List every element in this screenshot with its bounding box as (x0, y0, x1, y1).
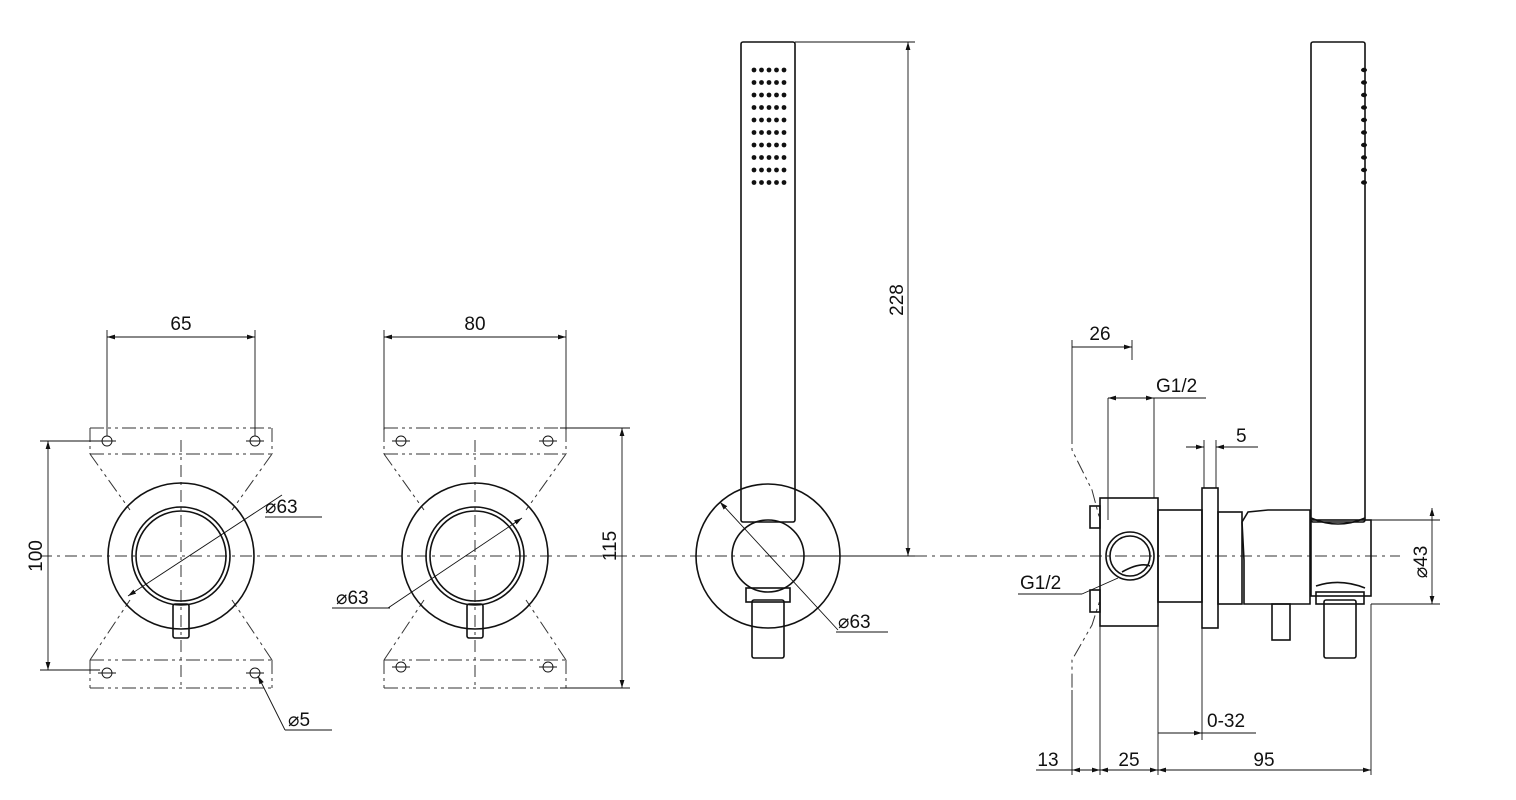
nozzle-dot (759, 167, 764, 173)
nozzle-dot (751, 130, 757, 135)
nozzle-dot (781, 105, 787, 110)
nozzle-dot (774, 167, 779, 173)
dia-43-label: ⌀43 (1411, 546, 1432, 579)
nozzle-dot (751, 167, 757, 173)
dim-228: 228 (887, 284, 908, 316)
nozzle-dot (759, 117, 764, 123)
nozzle-dot (751, 155, 757, 160)
nozzle-dot (774, 180, 779, 185)
shower-handle-side (1310, 41, 1366, 523)
front-view-1: 65 100 ⌀63 ⌀5 (26, 314, 332, 731)
dia-63-label-3: ⌀63 (838, 612, 871, 633)
nozzle-dot (759, 155, 764, 160)
nozzle-dot (774, 155, 779, 160)
nozzle-dot (1361, 167, 1367, 173)
nozzle-dot (774, 67, 779, 73)
hose-connector (751, 599, 785, 659)
shower-handle (740, 41, 796, 523)
nozzle-dot (766, 92, 772, 98)
spray-nozzles-icon (751, 67, 787, 185)
front-view-2: 80 115 ⌀63 (332, 314, 630, 690)
spray-nozzles-side-icon (1361, 67, 1367, 185)
lever (172, 603, 190, 639)
nozzle-dot (781, 142, 787, 148)
nozzle-dot (774, 130, 779, 135)
nozzle-dot (751, 142, 757, 148)
nozzle-dot (781, 130, 787, 135)
holder-side (1310, 519, 1372, 597)
nozzle-dot (751, 117, 757, 123)
rosette-circle (107, 482, 255, 630)
nozzle-dot (781, 167, 787, 173)
nozzle-dot (766, 180, 772, 185)
dim-65: 65 (170, 314, 191, 335)
nozzle-dot (781, 155, 787, 160)
dim-80: 80 (464, 314, 485, 335)
nozzle-dot (781, 117, 787, 123)
nozzle-dot (766, 117, 772, 123)
nozzle-dot (1361, 155, 1367, 160)
nozzle-dot (766, 155, 772, 160)
nozzle-dot (751, 105, 757, 110)
nozzle-dot (781, 180, 787, 185)
nozzle-dot (759, 80, 764, 85)
nozzle-dot (766, 105, 772, 110)
nozzle-dot (759, 180, 764, 185)
dim-13: 13 (1037, 750, 1058, 771)
side-view: 26 G1/2 5 G1/2 ⌀43 0-32 13 (1018, 41, 1440, 775)
nozzle-dot (1361, 180, 1367, 185)
nozzle-dot (751, 180, 757, 185)
nozzle-dot (759, 130, 764, 135)
wall-plate (1201, 487, 1219, 629)
dia-63-label-1: ⌀63 (265, 497, 298, 518)
dia-63-label-2: ⌀63 (336, 588, 369, 609)
nozzle-dot (1361, 67, 1367, 73)
nozzle-dot (766, 142, 772, 148)
mixer-body (1241, 509, 1311, 605)
nozzle-dot (774, 92, 779, 98)
dim-5: 5 (1236, 426, 1247, 447)
nozzle-dot (759, 67, 764, 73)
nozzle-dot (1361, 142, 1367, 148)
nozzle-dot (759, 105, 764, 110)
hand-shower-front: 228 ⌀63 (695, 41, 915, 659)
thread-label-side: G1/2 (1020, 573, 1061, 594)
dim-95: 95 (1253, 750, 1274, 771)
side-lever (1271, 603, 1291, 641)
nozzle-dot (1361, 130, 1367, 135)
nozzle-dot (751, 92, 757, 98)
nozzle-dot (1361, 105, 1367, 110)
nozzle-dot (774, 142, 779, 148)
inlet-port (1105, 531, 1155, 581)
nozzle-dot (759, 92, 764, 98)
nozzle-dot (766, 67, 772, 73)
nozzle-dot (766, 80, 772, 85)
nozzle-dot (1361, 92, 1367, 98)
nozzle-dot (781, 80, 787, 85)
nozzle-dot (781, 67, 787, 73)
dim-25: 25 (1118, 750, 1139, 771)
nozzle-dot (774, 105, 779, 110)
nozzle-dot (1361, 80, 1367, 85)
nozzle-dot (1361, 117, 1367, 123)
nozzle-dot (766, 167, 772, 173)
nozzle-dot (751, 67, 757, 73)
thread-label-top: G1/2 (1156, 376, 1197, 397)
dim-26: 26 (1089, 324, 1110, 345)
nozzle-dot (766, 130, 772, 135)
dim-100: 100 (26, 540, 47, 572)
dia-5-label: ⌀5 (288, 710, 310, 731)
dim-0-32: 0-32 (1207, 711, 1245, 732)
nozzle-dot (774, 80, 779, 85)
nozzle-dot (781, 92, 787, 98)
dim-115: 115 (600, 531, 621, 561)
nozzle-dot (751, 80, 757, 85)
nozzle-dot (774, 117, 779, 123)
nozzle-dot (759, 142, 764, 148)
